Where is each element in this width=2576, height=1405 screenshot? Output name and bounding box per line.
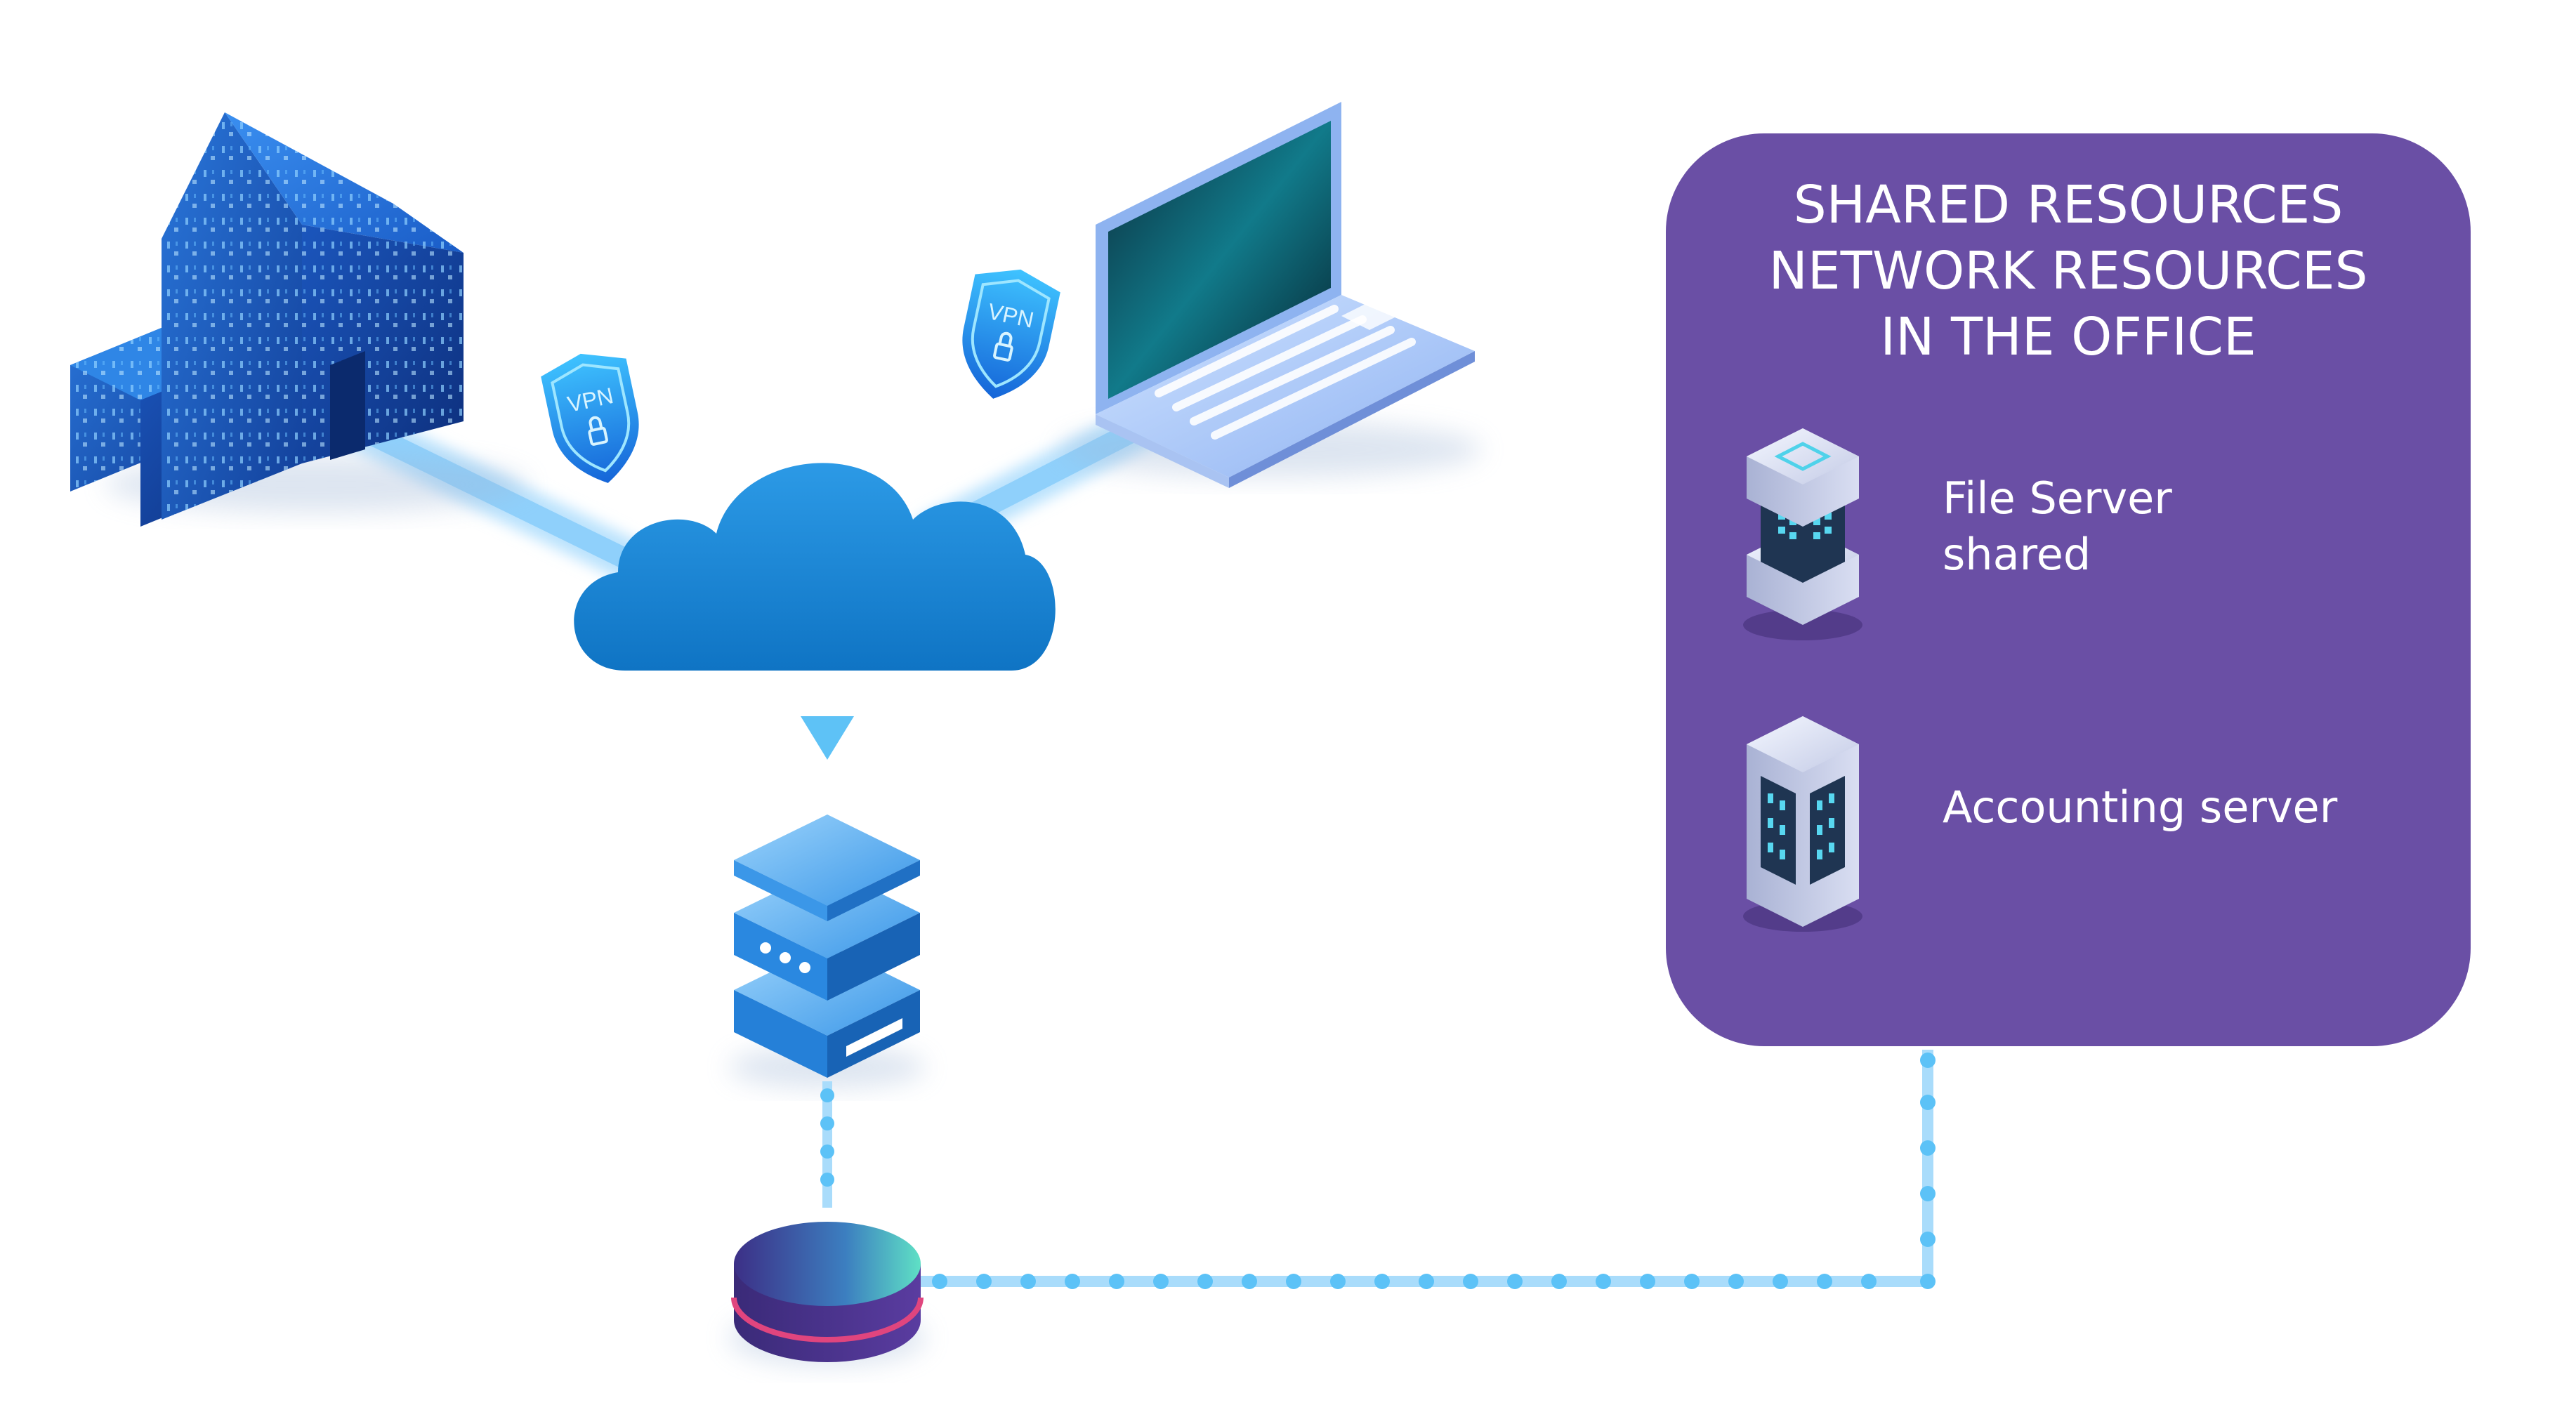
router-office-link bbox=[843, 1050, 1936, 1289]
file-server-label: File Server shared bbox=[1943, 470, 2172, 583]
office-resources-panel: SHARED RESOURCES NETWORK RESOURCES IN TH… bbox=[1666, 133, 2471, 1046]
file-server-label-line: shared bbox=[1943, 529, 2091, 580]
router-icon bbox=[729, 1222, 926, 1366]
accounting-server-icon bbox=[1743, 716, 1862, 932]
accounting-server-label-line: Accounting server bbox=[1943, 781, 2338, 833]
file-server-label-line: File Server bbox=[1943, 473, 2172, 524]
panel-title-line: NETWORK RESOURCES bbox=[1768, 241, 2368, 301]
accounting-server-label: Accounting server bbox=[1943, 779, 2337, 836]
server-stack-icon bbox=[729, 814, 926, 1088]
panel-title-line: IN THE OFFICE bbox=[1880, 307, 2256, 367]
down-arrow-icon bbox=[801, 716, 854, 760]
laptop-icon bbox=[1060, 102, 1482, 488]
panel-title: SHARED RESOURCES NETWORK RESOURCES IN TH… bbox=[1666, 172, 2471, 370]
panel-title-line: SHARED RESOURCES bbox=[1793, 175, 2344, 235]
file-server-icon bbox=[1743, 428, 1862, 640]
house-icon bbox=[70, 112, 527, 527]
gateway-router-link bbox=[820, 1081, 834, 1208]
vpn-shield-icon: VPN bbox=[962, 269, 1060, 399]
vpn-shield-icon: VPN bbox=[541, 353, 639, 483]
cloud-icon bbox=[574, 463, 1056, 671]
